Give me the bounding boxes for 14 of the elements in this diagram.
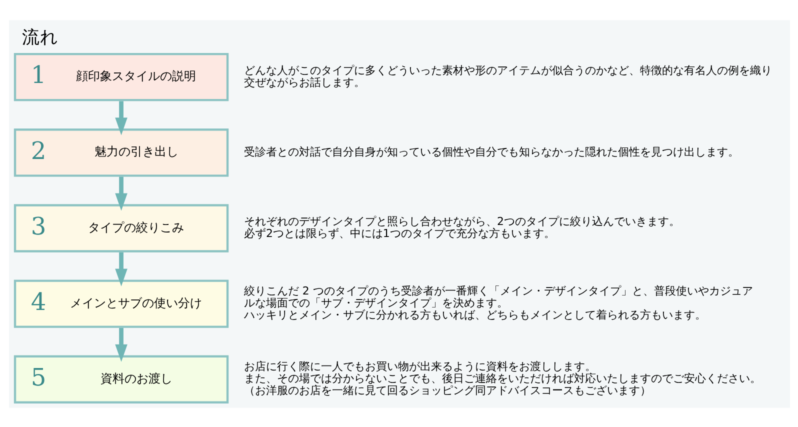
arrow [114,176,127,210]
node-label: 必ず2つとは限らず、中には1つのタイプで充分な方もいます。 [243,226,554,240]
node-label: お店に行く際に一人でもお買い物が出来るように資料をお渡しします。 [243,360,596,373]
arrow [114,252,127,286]
arrow [114,327,127,362]
node-label: 絞りこんだ 2 つのタイプのうち受診者が一番輝く「メイン・デザインタイプ」と、普段使いやカジュアルな場面での「サブ・デザインタイプ」を決めます。 [243,284,752,310]
diagram-title: 流れ [22,27,58,48]
node-label: 受診者との対話で自分自身が知っている個性や自分でも知らなかった隠れた個性を見つけ出します。 [243,144,738,158]
node-label: それぞれのデザインタイプと照らし合わせながら、2つのタイプに絞り込んでいきます。 [243,214,680,228]
node-label: （お洋服のお店を一緒に見て回るショッピング同アドバイスコースもございます） [243,384,650,397]
node-label: また、その場では分からないことでも、後日ご連絡をいただければ対応いたしますのでご安心ください。 [243,372,760,385]
node-label: どんな人がこのタイプに多くどういった素材や形のアイテムが似合うのかなど、特徴的な有名人の例を織り交ぜながらお話します。 [243,63,772,88]
node-label: ハッキリとメイン・サブに分かれる方もいれば、どちらもメインとして着られる方もいます。 [243,308,706,322]
arrow [114,100,127,135]
